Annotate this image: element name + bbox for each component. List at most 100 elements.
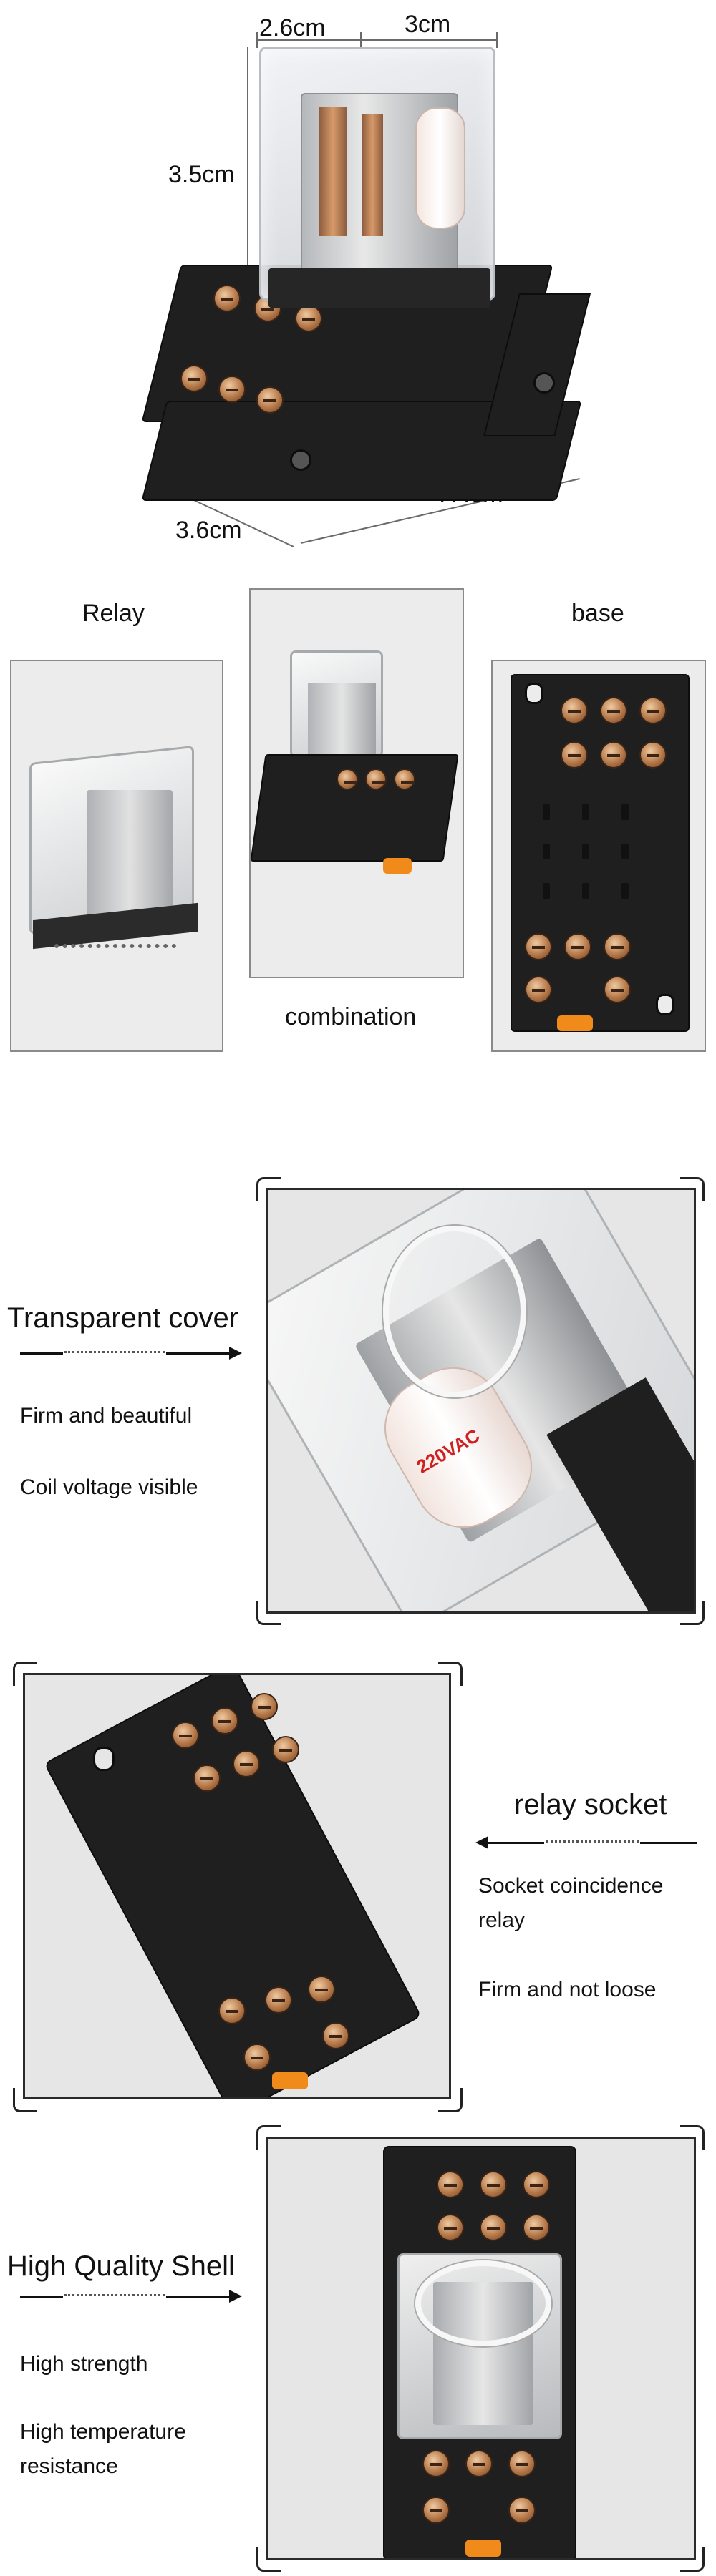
terminal-screw (365, 769, 387, 790)
frame-corner (680, 2125, 705, 2150)
combination-panel (249, 588, 464, 978)
frame-corner (256, 1601, 281, 1625)
terminal-screw (600, 697, 627, 724)
terminal-screw (295, 305, 322, 332)
terminal-screw (525, 933, 552, 960)
terminal-screw (639, 697, 667, 724)
terminal-screw (437, 2171, 464, 2198)
relay-coil (415, 107, 465, 229)
dim-base-width: 3.6cm (175, 517, 242, 544)
terminal-screw (422, 2497, 450, 2524)
terminal-screw (251, 1693, 278, 1720)
combo-base (250, 754, 459, 862)
terminal-screw (337, 769, 358, 790)
contact-slot (621, 883, 629, 899)
terminal-screw (561, 697, 588, 724)
mounting-hole (656, 994, 674, 1015)
terminal-screw (523, 2214, 550, 2241)
terminal-screw (480, 2171, 507, 2198)
arrow-dots (64, 1351, 165, 1353)
arrow-head (229, 1347, 242, 1360)
feature-point: Firm and beautiful (20, 1404, 193, 1428)
frame-corner (680, 1177, 705, 1201)
terminal-screw (272, 1736, 299, 1763)
transparent-cover-photo: 220VAC (266, 1188, 696, 1614)
feature-point: Firm and not loose (478, 1978, 657, 2001)
release-tab (465, 2540, 501, 2557)
terminal-screw (564, 933, 591, 960)
release-tab (272, 2072, 308, 2089)
dim-line-height (247, 47, 248, 275)
arrow-head (475, 1836, 488, 1849)
terminal-screw (172, 1722, 199, 1749)
contact-slot (543, 844, 550, 859)
terminal-screw (480, 2214, 507, 2241)
base-panel (491, 660, 706, 1052)
frame-corner (256, 1177, 281, 1201)
mounting-hole (93, 1747, 115, 1771)
dim-depth-top: 3cm (405, 11, 451, 38)
contact-slot (582, 883, 589, 899)
mounting-hole (525, 683, 543, 704)
mounting-hole (533, 372, 555, 394)
frame-corner (13, 2088, 37, 2112)
contact-slot (543, 804, 550, 820)
feature-point: High temperature resistance (20, 2420, 186, 2478)
terminal-screw (322, 2022, 349, 2049)
terminal-screw (561, 741, 588, 769)
feature-point: Coil voltage visible (20, 1475, 198, 1499)
terminal-screw (233, 1750, 260, 1777)
feature-title: Transparent cover (7, 1302, 239, 1334)
dim-tick (496, 32, 498, 48)
terminal-screw (256, 386, 284, 414)
terminal-screw (508, 2497, 536, 2524)
base-image (511, 674, 690, 1032)
dim-tick (360, 32, 362, 48)
label-relay: Relay (82, 600, 145, 627)
relay-contact (319, 107, 347, 236)
release-tab (557, 1015, 593, 1031)
terminal-screw (525, 976, 552, 1003)
feature-point: Socket coincidence relay (478, 1874, 664, 1932)
dim-tick (256, 32, 258, 48)
contact-slot (621, 844, 629, 859)
contact-slot (582, 804, 589, 820)
terminal-screw (604, 933, 631, 960)
feature-point: High strength (20, 2352, 148, 2376)
dim-height: 3.5cm (168, 161, 235, 188)
frame-corner (438, 2088, 463, 2112)
white-wire (383, 1226, 526, 1397)
relay-bottom-base (268, 268, 490, 308)
arrow (166, 1352, 231, 1355)
label-combination: combination (285, 1003, 417, 1030)
terminal-screw (639, 741, 667, 769)
arrow-dots (546, 1840, 639, 1843)
frame-corner (256, 2547, 281, 2572)
high-quality-shell-photo (266, 2137, 696, 2560)
terminal-screw (394, 769, 415, 790)
mounting-hole (290, 449, 311, 471)
coil-voltage-text: 220VAC (412, 1424, 483, 1478)
dim-line-top-right (362, 39, 498, 41)
terminal-screw (422, 2450, 450, 2477)
terminal-screw (218, 376, 246, 403)
terminal-screw (265, 1986, 292, 2014)
arrow (166, 2296, 231, 2298)
terminal-screw (437, 2214, 464, 2241)
terminal-screw (193, 1765, 221, 1792)
arrow (20, 1352, 63, 1355)
arrow (640, 1842, 697, 1844)
arrow-dots (64, 2294, 165, 2296)
dim-line-top-left (256, 39, 360, 41)
contact-slot (543, 883, 550, 899)
terminal-screw (213, 285, 241, 312)
relay-panel (10, 660, 223, 1052)
terminal-screw (465, 2450, 493, 2477)
frame-corner (438, 1662, 463, 1686)
label-base: base (571, 600, 624, 627)
frame-corner (680, 2547, 705, 2572)
relay-contact (362, 114, 383, 236)
frame-corner (256, 2125, 281, 2150)
feature-title: relay socket (514, 1789, 667, 1820)
terminal-screw (600, 741, 627, 769)
